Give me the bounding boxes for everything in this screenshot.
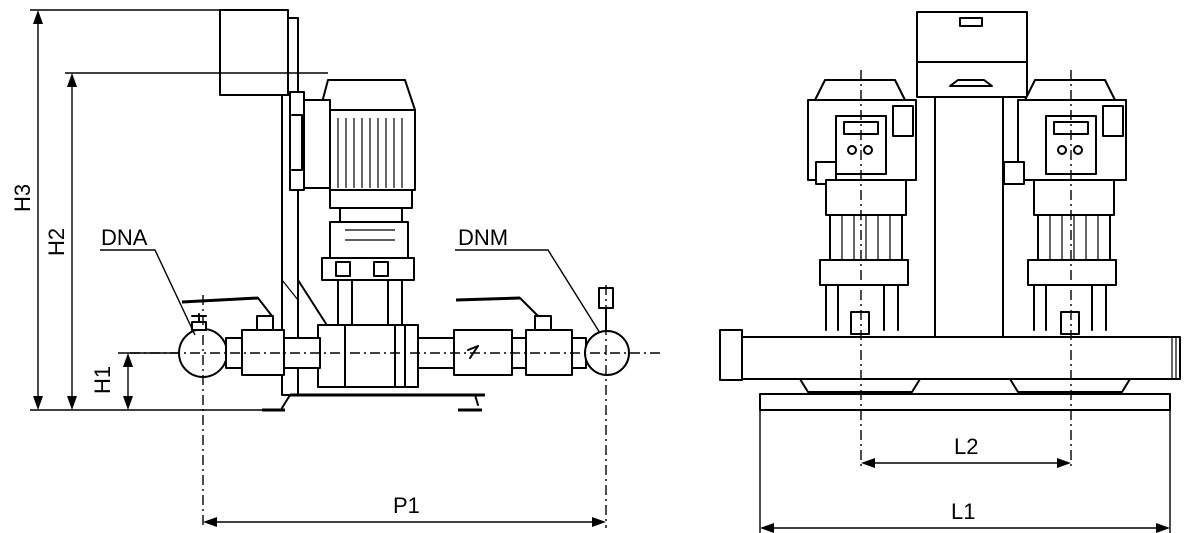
l2-label: L2	[954, 434, 978, 459]
dimension-l2	[861, 458, 1071, 468]
pump-unit-2	[1003, 79, 1127, 335]
dnm-leader	[455, 249, 601, 334]
manifold	[719, 329, 1181, 381]
pump-feet	[799, 378, 1131, 393]
dimension-h2	[67, 73, 77, 410]
front-base-plate	[759, 393, 1171, 411]
control-cabinet	[219, 9, 299, 96]
dna-label: DNA	[101, 225, 148, 250]
dna-leader	[100, 249, 196, 336]
discharge-pipework	[417, 287, 630, 376]
side-view	[30, 9, 660, 528]
front-view	[719, 11, 1181, 533]
h2-label: H2	[44, 228, 69, 256]
dimension-h3	[33, 10, 43, 410]
pump-unit-1	[807, 79, 917, 335]
front-control-cabinet	[916, 11, 1028, 338]
h1-label: H1	[90, 366, 115, 394]
h3-label: H3	[10, 184, 35, 212]
motor	[289, 79, 416, 223]
l1-label: L1	[951, 499, 975, 524]
dimension-l1	[760, 523, 1170, 533]
dimension-p1	[203, 517, 606, 527]
pump-body	[317, 221, 419, 388]
p1-label: P1	[393, 493, 420, 518]
base-frame	[262, 393, 485, 412]
dimension-h1	[123, 353, 133, 410]
dnm-label: DNM	[458, 225, 508, 250]
